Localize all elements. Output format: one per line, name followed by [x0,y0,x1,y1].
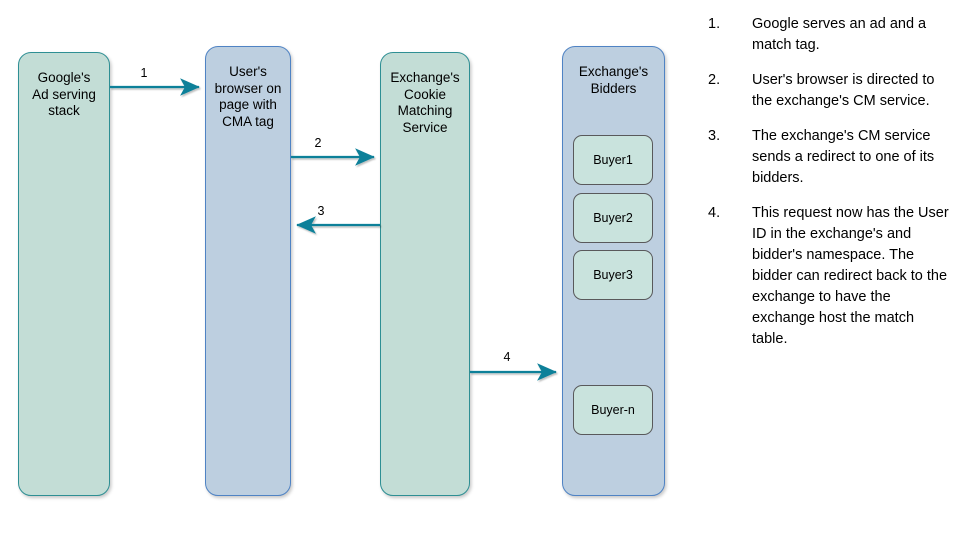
buyer-label: Buyer2 [593,211,633,225]
step-number: 3. [708,128,721,144]
arrow-1-number: 1 [140,66,148,80]
arrow-4-number: 4 [503,350,511,364]
node-exchange-cookie-matching-service: Exchange's Cookie Matching Service [380,52,470,496]
buyer-box-buyer-n: Buyer-n [573,385,653,435]
step-number: 1. [708,16,721,32]
step-text: The exchange's CM service sends a redire… [752,128,935,186]
step-text: This request now has the User ID in the … [752,205,949,347]
node-label: Exchange's Cookie Matching Service [390,70,460,135]
node-label: Exchange's Bidders [578,64,649,96]
buyer-label: Buyer1 [593,153,633,167]
node-label: User's browser on page with CMA tag [214,64,282,129]
node-google-ad-serving-stack: Google's Ad serving stack [18,52,110,496]
list-item: 3. The exchange's CM service sends a red… [708,126,952,189]
node-label: Google's Ad serving stack [32,70,96,118]
node-user-browser: User's browser on page with CMA tag [205,46,291,496]
buyer-box-buyer3: Buyer3 [573,250,653,300]
buyer-label: Buyer-n [591,403,635,417]
step-number: 4. [708,205,721,221]
step-number: 2. [708,72,721,88]
step-text: Google serves an ad and a match tag. [752,16,927,53]
buyer-box-buyer1: Buyer1 [573,135,653,185]
arrow-3-number: 3 [317,204,325,218]
steps-list: 1. Google serves an ad and a match tag. … [708,14,952,364]
arrow-2-number: 2 [314,136,322,150]
list-item: 1. Google serves an ad and a match tag. [708,14,952,56]
list-item: 4. This request now has the User ID in t… [708,203,952,350]
list-item: 2. User's browser is directed to the exc… [708,70,952,112]
step-text: User's browser is directed to the exchan… [752,72,935,109]
buyer-label: Buyer3 [593,268,633,282]
buyer-box-buyer2: Buyer2 [573,193,653,243]
